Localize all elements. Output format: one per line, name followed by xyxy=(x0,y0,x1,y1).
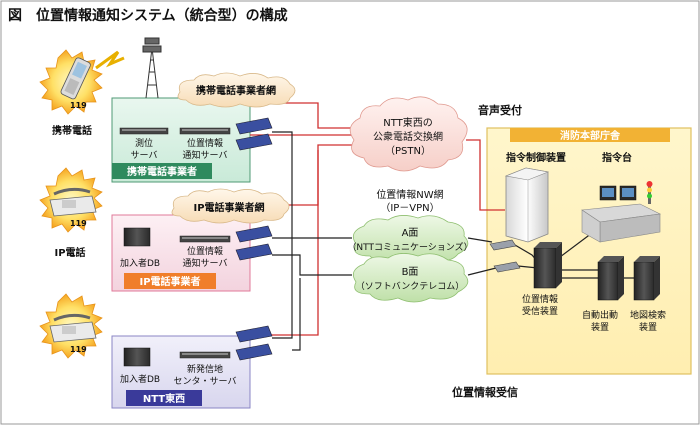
location-receiver-line1: 位置情報 xyxy=(522,293,558,305)
ip-operator-label: IP電話事業者 xyxy=(139,275,200,288)
command-desk-label: 指令台 xyxy=(602,151,632,164)
plane-a-label-line2: （NTTコミュニケーションズ） xyxy=(347,241,472,253)
fire-department-area: 消防本部庁舎 xyxy=(486,127,692,375)
ntt-operator-label: NTT東西 xyxy=(143,392,185,405)
map-search-line1: 地図検索 xyxy=(630,309,666,321)
ip-location-server: 位置情報 通知サーバ xyxy=(179,235,231,269)
plane-b-cloud: B面 （ソフトバンクテレコム） xyxy=(352,253,469,303)
pstn-cloud: NTT東西の 公衆電話交換網 （PSTN） xyxy=(349,96,468,172)
map-search-unit xyxy=(633,256,660,301)
ip-phone-group: 119 IP電話 xyxy=(39,167,103,259)
plane-b-label-line1: B面 xyxy=(402,267,419,278)
positioning-server-line2: サーバ xyxy=(131,150,158,161)
ip-location-server-line1: 位置情報 xyxy=(187,245,223,257)
plane-b-label-line2: （ソフトバンクテレコム） xyxy=(356,281,464,292)
pstn-label-line1: NTT東西の xyxy=(383,116,433,129)
ip-phone-icon xyxy=(49,187,97,217)
mobile-operator-box: 携帯電話事業者 xyxy=(111,97,251,183)
location-nw-label-line2: （IP－VPN） xyxy=(380,202,439,214)
fire-department-title: 消防本部庁舎 xyxy=(560,129,621,142)
positioning-server-line1: 測位 xyxy=(135,137,153,149)
ntt-operator-box: NTT東西 xyxy=(111,335,251,409)
location-nw-label-line1: 位置情報NW網 xyxy=(376,188,443,201)
switch-icon-a xyxy=(489,239,517,251)
auto-dispatch-line1: 自動出動 xyxy=(582,309,618,321)
fixed-phone-group: 119 xyxy=(39,293,103,359)
fixed-phone-icon xyxy=(49,313,97,343)
voice-reception-label: 音声受付 xyxy=(478,103,522,117)
location-receiver-line2: 受信装置 xyxy=(522,305,558,317)
ip-location-server-line2: 通知サーバ xyxy=(183,257,228,269)
auto-dispatch-unit xyxy=(597,256,624,301)
ip-operator-box: IP電話事業者 xyxy=(111,214,251,292)
plane-a-cloud: A面 （NTTコミュニケーションズ） xyxy=(347,215,473,265)
ntt-center-server-line1: 新発信地 xyxy=(187,363,223,375)
pstn-label-line3: （PSTN） xyxy=(385,145,431,157)
signal-bolt-icon xyxy=(95,50,125,70)
positioning-server: 測位 サーバ xyxy=(119,127,169,161)
emergency-number-2: 119 xyxy=(70,219,87,228)
ip-network-cloud: IP電話事業者網 xyxy=(171,188,290,224)
ip-phone-label: IP電話 xyxy=(54,246,85,259)
mobile-router-icon xyxy=(235,117,273,151)
ntt-subscriber-db: 加入者DB xyxy=(120,347,160,385)
switch-icon-b xyxy=(493,261,521,273)
ip-network-label: IP電話事業者網 xyxy=(193,201,264,214)
dispatch-control-unit xyxy=(504,167,550,243)
ip-subscriber-db-label: 加入者DB xyxy=(120,258,160,269)
diagram-title: 図 位置情報通知システム（統合型）の構成 xyxy=(8,7,288,24)
command-desk-unit xyxy=(581,181,662,243)
location-receiver-unit xyxy=(533,242,562,289)
ntt-center-server: 新発信地 センタ・サーバ xyxy=(174,351,237,387)
ip-router-icon xyxy=(235,225,273,261)
mobile-phone-label: 携帯電話 xyxy=(52,124,92,137)
mobile-network-cloud: 携帯電話事業者網 xyxy=(177,72,296,108)
mobile-phone-icon xyxy=(60,57,91,100)
mobile-phone-group: 119 携帯電話 xyxy=(39,49,125,137)
dispatch-control-label: 指令制御装置 xyxy=(506,151,566,164)
auto-dispatch-line2: 装置 xyxy=(591,321,609,333)
fire-department-header xyxy=(510,128,670,142)
ntt-center-server-line2: センタ・サーバ xyxy=(174,376,237,387)
antenna-tower-icon xyxy=(142,37,162,99)
pstn-label-line2: 公衆電話交換網 xyxy=(373,130,443,143)
ntt-router-icon xyxy=(235,325,273,361)
emergency-number-1: 119 xyxy=(70,101,87,110)
ntt-subscriber-db-label: 加入者DB xyxy=(120,374,160,385)
mobile-location-server: 位置情報 通知サーバ xyxy=(179,127,231,161)
mobile-operator-label: 携帯電話事業者 xyxy=(127,165,197,178)
location-reception-label: 位置情報受信 xyxy=(452,385,518,399)
plane-a-label-line1: A面 xyxy=(402,228,419,239)
mobile-location-server-line2: 通知サーバ xyxy=(183,149,228,161)
ip-subscriber-db: 加入者DB xyxy=(120,227,160,269)
map-search-line2: 装置 xyxy=(639,321,657,333)
emergency-number-3: 119 xyxy=(70,345,87,354)
mobile-network-label: 携帯電話事業者網 xyxy=(196,84,276,97)
mobile-location-server-line1: 位置情報 xyxy=(187,137,223,149)
